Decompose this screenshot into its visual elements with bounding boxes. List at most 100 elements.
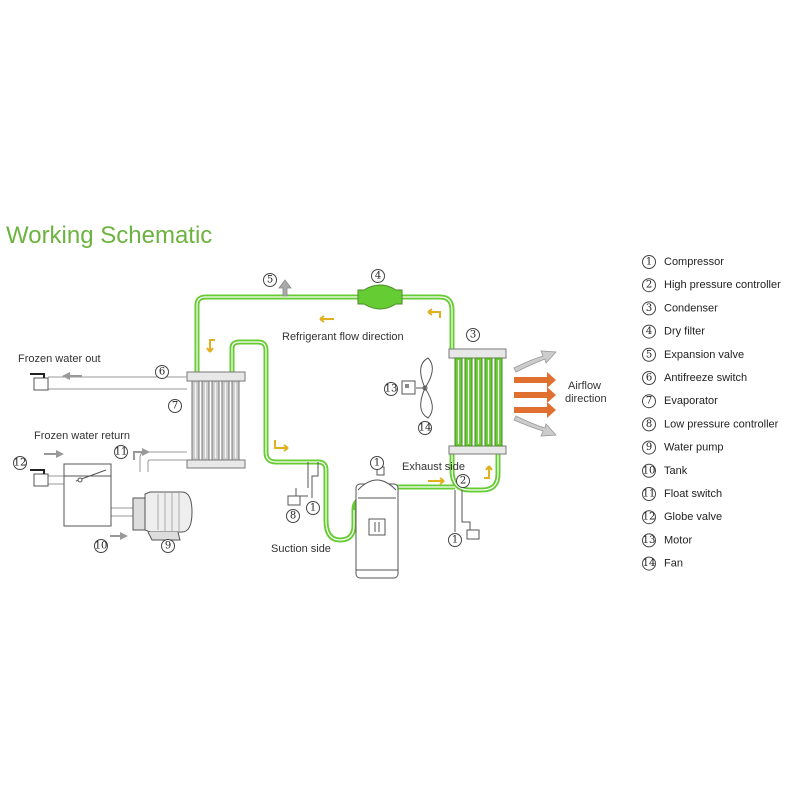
fan [416, 357, 433, 419]
callout-2 [456, 474, 470, 488]
legend-item: 9 Water pump [642, 440, 724, 455]
legend-number-circle [642, 487, 656, 501]
page-title: Working Schematic [6, 222, 212, 249]
legend-item: 7 Evaporator [642, 394, 718, 409]
water-return-pipe [139, 451, 187, 472]
callout-1 [370, 456, 384, 470]
legend-number: 3 [646, 303, 652, 314]
water-pump [132, 491, 193, 541]
motor [401, 380, 416, 395]
low-pressure-controller [287, 462, 319, 506]
callout-13-number: 13 [385, 384, 398, 395]
airflow-arrows [513, 350, 557, 437]
legend-label: Dry filter [664, 326, 705, 338]
callout-5 [263, 273, 277, 287]
callout-8-number: 8 [290, 511, 296, 522]
callout-14-number: 14 [419, 423, 432, 434]
high-pressure-controller-gauge [454, 490, 480, 540]
callout-6 [155, 365, 169, 379]
legend-item: 13 Motor [642, 533, 692, 548]
legend-number: 5 [646, 349, 652, 360]
airflow-arrow-up [513, 350, 557, 373]
legend-number: 10 [643, 465, 656, 476]
legend-number-circle [642, 394, 656, 409]
legend-number-circle [642, 463, 656, 478]
legend-label: Float switch [664, 488, 722, 500]
legend-item: 11 Float switch [642, 487, 722, 501]
legend-label: Antifreeze switch [664, 372, 747, 384]
refrigerant-flow-arrows [206, 308, 493, 485]
expansion-valve-icon [278, 279, 292, 297]
legend-label: High pressure controller [664, 279, 781, 291]
frozen-water-return-label: Frozen water return [34, 430, 130, 442]
airflow-arrow-3 [514, 402, 556, 418]
callout-5-number: 5 [267, 275, 273, 286]
legend-number: 4 [646, 326, 652, 337]
legend-number: 2 [646, 280, 652, 291]
legend-number: 1 [646, 257, 652, 268]
legend-item: 4 Dry filter [642, 324, 705, 339]
callout-13 [384, 382, 398, 396]
legend-label: Water pump [664, 442, 724, 454]
callout-2-number: 2 [460, 476, 466, 487]
callout-gauge-left-number: 1 [310, 503, 316, 514]
callout-10 [94, 539, 108, 553]
legend-number-circle [642, 556, 656, 571]
airflow-arrow-1 [514, 372, 556, 388]
callout-12-number: 12 [14, 458, 27, 469]
legend-number-circle [642, 417, 656, 432]
legend-label: Globe valve [664, 511, 722, 523]
callout-12 [13, 456, 27, 470]
evaporator [186, 371, 246, 469]
legend-number: 13 [643, 535, 656, 546]
airflow-arrow-2 [514, 387, 556, 403]
water-flow-arrows [44, 372, 150, 540]
callout-gauge-left [306, 501, 320, 515]
flow-arrow-top-right [428, 311, 441, 318]
exhaust-side-label: Exhaust side [402, 461, 465, 473]
globe-valve [30, 469, 49, 487]
callout-4 [371, 269, 385, 283]
callout-gauge-right [448, 533, 462, 547]
legend-label: Expansion valve [664, 349, 744, 361]
legend-label: Motor [664, 534, 692, 546]
legend-label: Evaporator [664, 395, 718, 407]
legend-number: 9 [646, 442, 652, 453]
legend-item: 14 Fan [642, 556, 683, 571]
legend-item: 2 High pressure controller [642, 278, 781, 293]
legend-number: 6 [646, 373, 652, 384]
legend-item: 10 Tank [642, 463, 688, 478]
callout-14 [418, 421, 432, 435]
legend-number: 14 [643, 558, 656, 569]
dry-filter [357, 284, 403, 310]
outlet-valve [30, 373, 49, 391]
legend-number-circle [642, 255, 656, 269]
legend-number: 11 [643, 489, 656, 500]
callout-7 [168, 399, 182, 413]
callout-11 [114, 445, 128, 459]
tank [63, 463, 112, 527]
callout-gauge-right-number: 1 [452, 535, 458, 546]
legend-number-circle [642, 347, 656, 362]
callout-8 [286, 509, 300, 523]
callout-3 [466, 328, 480, 342]
legend-label: Tank [664, 465, 688, 477]
suction-side-label: Suction side [271, 543, 331, 555]
legend-number-circle [642, 440, 656, 455]
flow-arrow-evap-top [209, 339, 215, 352]
frozen-water-out-label: Frozen water out [18, 353, 101, 365]
airflow-label-line1: Airflow [568, 380, 601, 392]
legend-number-circle [642, 533, 656, 548]
legend-label: Fan [664, 558, 683, 570]
callout-4-number: 4 [375, 271, 381, 282]
airflow-label-line2: direction [565, 393, 607, 405]
refrigerant-flow-direction-label: Refrigerant flow direction [282, 331, 404, 343]
legend-number: 7 [646, 396, 652, 407]
legend-number-circle [642, 324, 656, 339]
callout-3-number: 3 [470, 330, 476, 341]
